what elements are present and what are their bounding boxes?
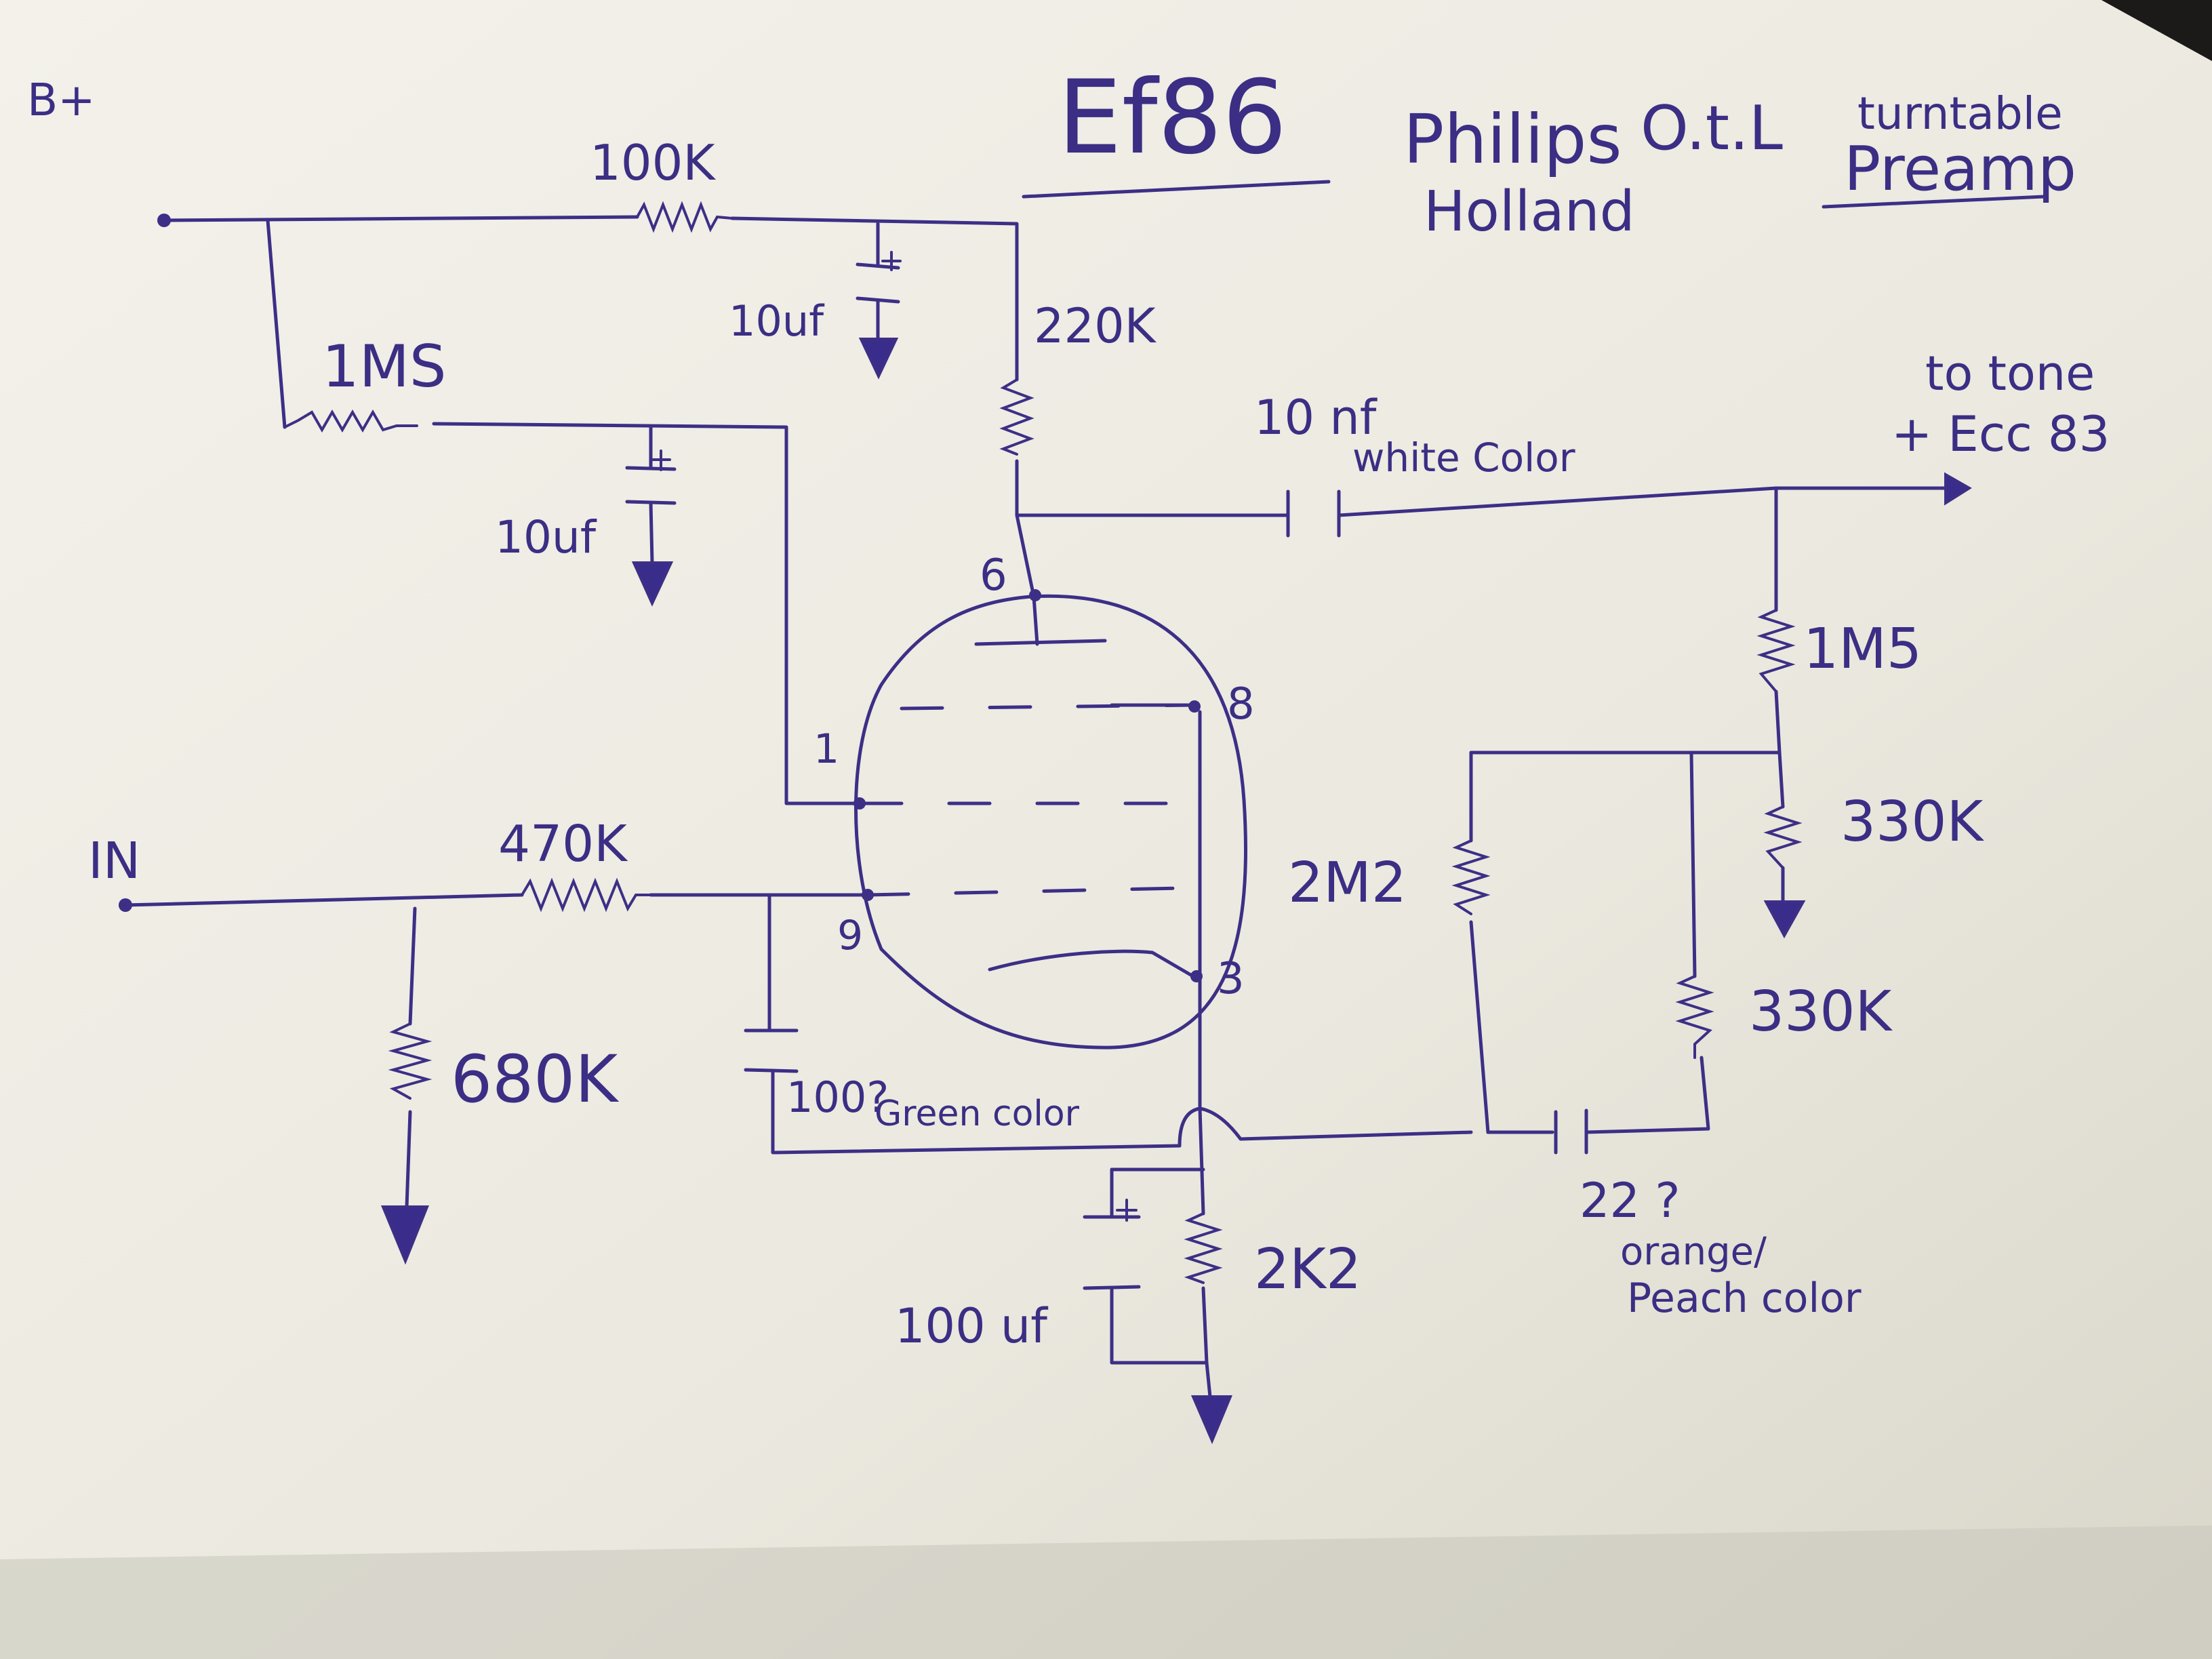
label-10uf-anode: 10uf	[729, 296, 825, 346]
pin-1-label: 1	[813, 725, 839, 773]
resistor-1m5	[1756, 609, 1796, 693]
label-470k: 470K	[498, 815, 628, 873]
pin-dot-9	[862, 889, 874, 901]
pin-dot-8	[1188, 700, 1201, 713]
otl-label: O.t.L	[1641, 93, 1783, 164]
tube-control-grid	[866, 886, 1182, 897]
tube-anode-stem	[1032, 595, 1039, 646]
label-22: 22 ?	[1580, 1173, 1680, 1228]
tube-cathode	[988, 949, 1195, 978]
resistor-330k-b	[1675, 975, 1714, 1059]
tube-anode-plate	[974, 639, 1107, 646]
purpose-line2: Preamp	[1844, 134, 2076, 205]
label-330k-a: 330K	[1841, 790, 1985, 854]
label-2k2: 2K2	[1254, 1237, 1361, 1302]
label-input: IN	[88, 832, 140, 890]
resistor-470k	[521, 877, 652, 913]
input-terminal	[119, 898, 132, 912]
label-100k: 100K	[590, 134, 716, 191]
label-10nf-note: white Color	[1352, 435, 1575, 481]
ground-3	[381, 1205, 429, 1265]
pin-dot-6	[1029, 589, 1041, 601]
label-green-color: Green color	[874, 1094, 1080, 1134]
ground-5	[1190, 1395, 1232, 1445]
pin-6-label: 6	[980, 551, 1007, 601]
resistors	[283, 201, 1803, 1284]
label-1m5: 1M5	[1803, 617, 1922, 681]
grounds	[381, 338, 1806, 1445]
resistor-2m2	[1451, 839, 1491, 915]
wiring	[123, 215, 1961, 1399]
corner-mark: B+	[27, 74, 96, 126]
resistor-680k	[388, 1022, 433, 1100]
label-10nf: 10 nf	[1254, 390, 1378, 445]
ground-1	[858, 338, 899, 380]
capacitor-10nf	[1286, 489, 1341, 538]
resistor-220k	[999, 378, 1034, 456]
purpose-line1: turntable	[1857, 87, 2063, 140]
pin-8-label: 8	[1227, 679, 1255, 729]
header: B+ Ef86 Philips Holland O.t.L turntable …	[27, 59, 2076, 244]
maker-line2: Holland	[1424, 180, 1635, 244]
label-2m2: 2M2	[1288, 851, 1407, 915]
labels: 100K 10uf 220K 1MS 10uf 10 nf white Colo…	[88, 134, 2110, 1354]
capacitor-10uf-screen	[625, 449, 677, 565]
label-output-1: to tone	[1925, 346, 2095, 401]
label-100uf: 100 uf	[895, 1298, 1048, 1354]
tube-title: Ef86	[1058, 59, 1287, 177]
resistor-2k2	[1184, 1212, 1223, 1284]
capacitor-10uf-anode	[856, 251, 902, 341]
ground-2	[631, 561, 674, 607]
output-arrow-icon	[1944, 472, 1972, 506]
label-peach: Peach color	[1627, 1275, 1862, 1322]
pin-9-label: 9	[837, 912, 863, 959]
pin-3-label: 3	[1217, 954, 1245, 1004]
pin-labels: 6 8 1 9 3	[813, 551, 1255, 1004]
label-330k-b: 330K	[1749, 980, 1893, 1044]
ef86-tube	[119, 214, 1247, 1050]
label-orange: orange/	[1620, 1230, 1767, 1274]
label-680k: 680K	[451, 1041, 619, 1117]
pin-dot-3	[1190, 970, 1203, 982]
capacitors	[625, 251, 1588, 1290]
bplus-terminal	[157, 214, 171, 227]
resistor-100k	[636, 201, 733, 233]
ground-4	[1763, 900, 1806, 939]
capacitor-100uf	[1083, 1199, 1141, 1290]
label-100-grid: 100?	[786, 1073, 889, 1122]
label-1ms: 1MS	[322, 333, 447, 401]
resistor-330k-a	[1763, 805, 1803, 869]
maker-line1: Philips	[1403, 100, 1622, 179]
capacitor-22	[1554, 1108, 1588, 1155]
tube-envelope	[854, 594, 1247, 1050]
label-output-2: + Ecc 83	[1891, 405, 2110, 462]
resistor-1ms	[283, 409, 418, 433]
label-220k: 220K	[1034, 298, 1157, 354]
background-corner	[2102, 0, 2212, 61]
photo-shadow	[0, 1525, 2212, 1659]
pin-dot-1	[853, 797, 866, 809]
capacitor-grid	[744, 1028, 799, 1073]
label-10uf-screen: 10uf	[495, 511, 597, 563]
